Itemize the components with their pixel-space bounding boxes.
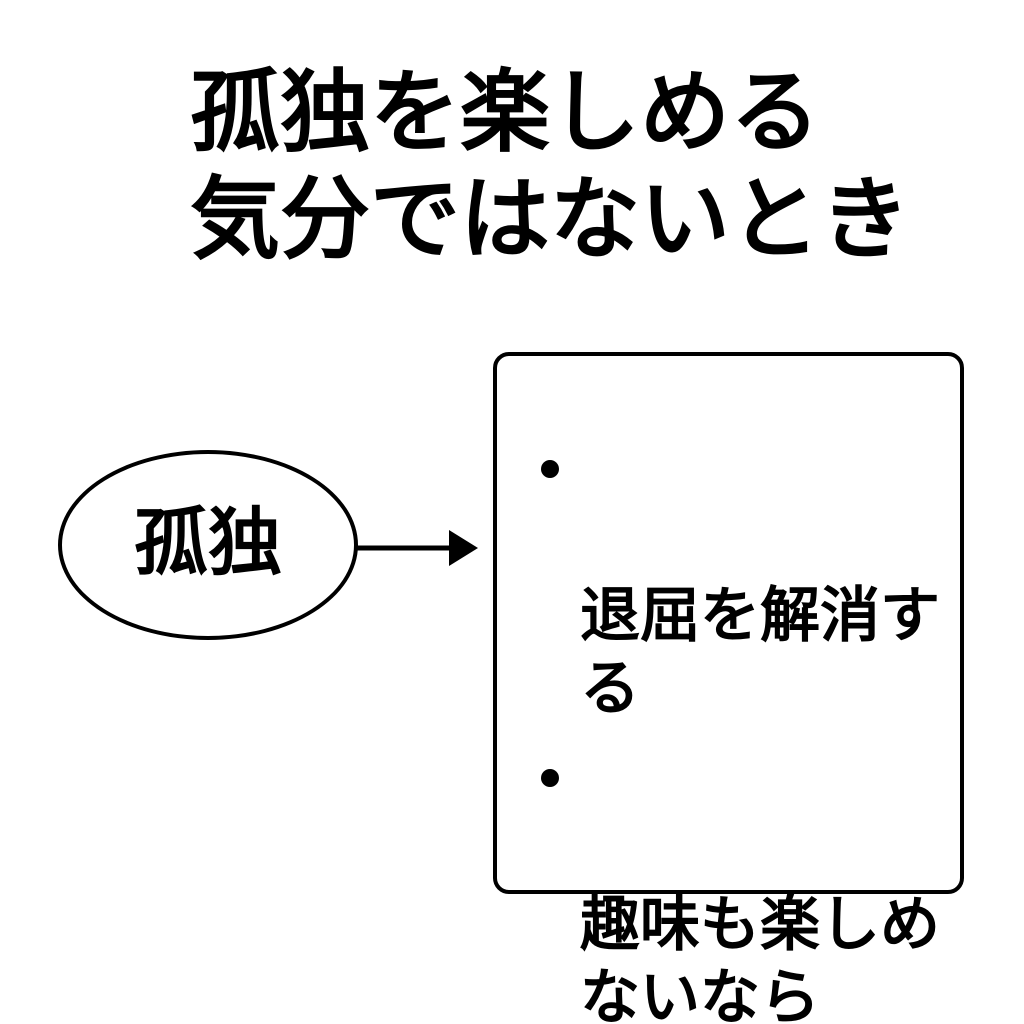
right-arrow-icon xyxy=(356,530,478,566)
page-title: 孤独を楽しめる 気分ではないとき xyxy=(190,63,910,270)
solitude-node-label: 孤独 xyxy=(134,501,282,584)
solitude-node-ellipse: 孤独 xyxy=(58,450,358,640)
list-item: 趣味も楽しめ ないなら 休息・受診 xyxy=(497,742,946,1024)
result-box: 退屈を解消す る 趣味も楽しめ ないなら 休息・受診 xyxy=(493,352,964,1024)
bullet-icon xyxy=(541,460,559,478)
bullet-icon xyxy=(541,769,559,787)
list-item-text: 退屈を解消す る xyxy=(580,582,940,722)
list-item: 退屈を解消す る xyxy=(497,433,946,725)
list-item-text: 趣味も楽しめ ないなら 休息・受診 xyxy=(580,891,940,1024)
